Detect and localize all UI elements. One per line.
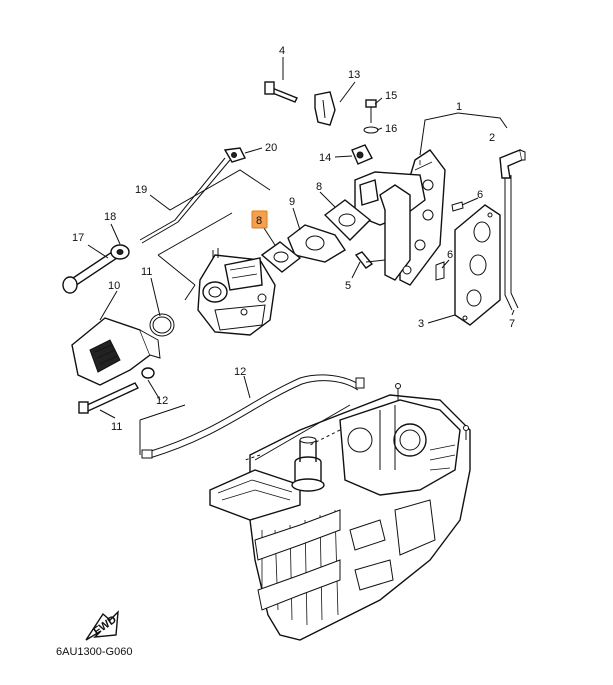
callout-leaders xyxy=(87,57,515,461)
collar-12[interactable] xyxy=(141,367,155,379)
collar-20[interactable] xyxy=(110,244,130,260)
callout-12: 12 xyxy=(156,395,168,407)
callout-11: 11 xyxy=(141,266,152,278)
callout-1: 1 xyxy=(456,101,462,113)
insulator-spacer[interactable] xyxy=(287,224,346,263)
highlight-marker xyxy=(251,210,268,229)
clamp-15[interactable] xyxy=(314,91,336,126)
fuel-hose[interactable] xyxy=(141,374,365,459)
rod-clip[interactable] xyxy=(223,147,246,163)
bolt-6a[interactable] xyxy=(451,201,464,212)
bolt-6b[interactable] xyxy=(435,261,445,281)
screw-17[interactable] xyxy=(365,99,377,123)
callout-19: 17 xyxy=(72,232,84,244)
callout-9: 9 xyxy=(289,196,295,208)
callout-10: 10 xyxy=(108,280,120,292)
bolt-13[interactable] xyxy=(78,382,140,414)
intake-manifold[interactable] xyxy=(354,149,446,286)
callout-13: 11 xyxy=(111,421,122,433)
callout-17: 15 xyxy=(385,90,397,102)
gasket-8-upper[interactable] xyxy=(323,199,372,241)
callout-8-upper: 8 xyxy=(316,181,322,193)
callout-2: 2 xyxy=(489,132,495,144)
callout-3: 3 xyxy=(418,318,424,330)
bolt-4[interactable] xyxy=(264,81,298,103)
choke-rod[interactable] xyxy=(139,157,231,244)
carburetor[interactable] xyxy=(197,248,276,336)
callout-14: 12 xyxy=(234,366,246,378)
callout-labels: 4 13 15 1 16 2 20 14 19 8 6 9 18 8 17 6 … xyxy=(72,45,515,433)
callout-4: 4 xyxy=(279,45,285,57)
hose-elbow[interactable] xyxy=(499,149,526,179)
callout-6-lower: 6 xyxy=(447,249,453,261)
callout-16: 14 xyxy=(319,152,331,164)
callout-5: 5 xyxy=(345,280,351,292)
bolt-5[interactable] xyxy=(354,251,386,269)
callout-22: 20 xyxy=(265,142,277,154)
washer-18[interactable] xyxy=(363,126,379,134)
silencer-10[interactable] xyxy=(71,317,161,386)
manifold-gasket[interactable] xyxy=(454,204,501,326)
callout-8-highlighted-label: 8 xyxy=(256,215,262,227)
callout-6-upper: 6 xyxy=(477,189,483,201)
clamp-16[interactable] xyxy=(351,144,373,165)
breather-hose[interactable] xyxy=(504,175,519,311)
knob-shaft-19[interactable] xyxy=(62,249,122,294)
callout-15: 13 xyxy=(348,69,360,81)
callout-18: 16 xyxy=(385,123,397,135)
gasket-8-lower[interactable] xyxy=(260,241,302,273)
callout-7: 7 xyxy=(509,318,515,330)
o-ring-11[interactable] xyxy=(149,313,175,337)
diagram-code: 6AU1300-G060 xyxy=(56,646,133,658)
fwd-arrow: FWD xyxy=(85,610,119,641)
engine-block xyxy=(209,383,471,641)
callout-21: 19 xyxy=(135,184,147,196)
callout-20: 18 xyxy=(104,211,116,223)
callout-8-highlighted[interactable]: 8 xyxy=(251,210,268,229)
